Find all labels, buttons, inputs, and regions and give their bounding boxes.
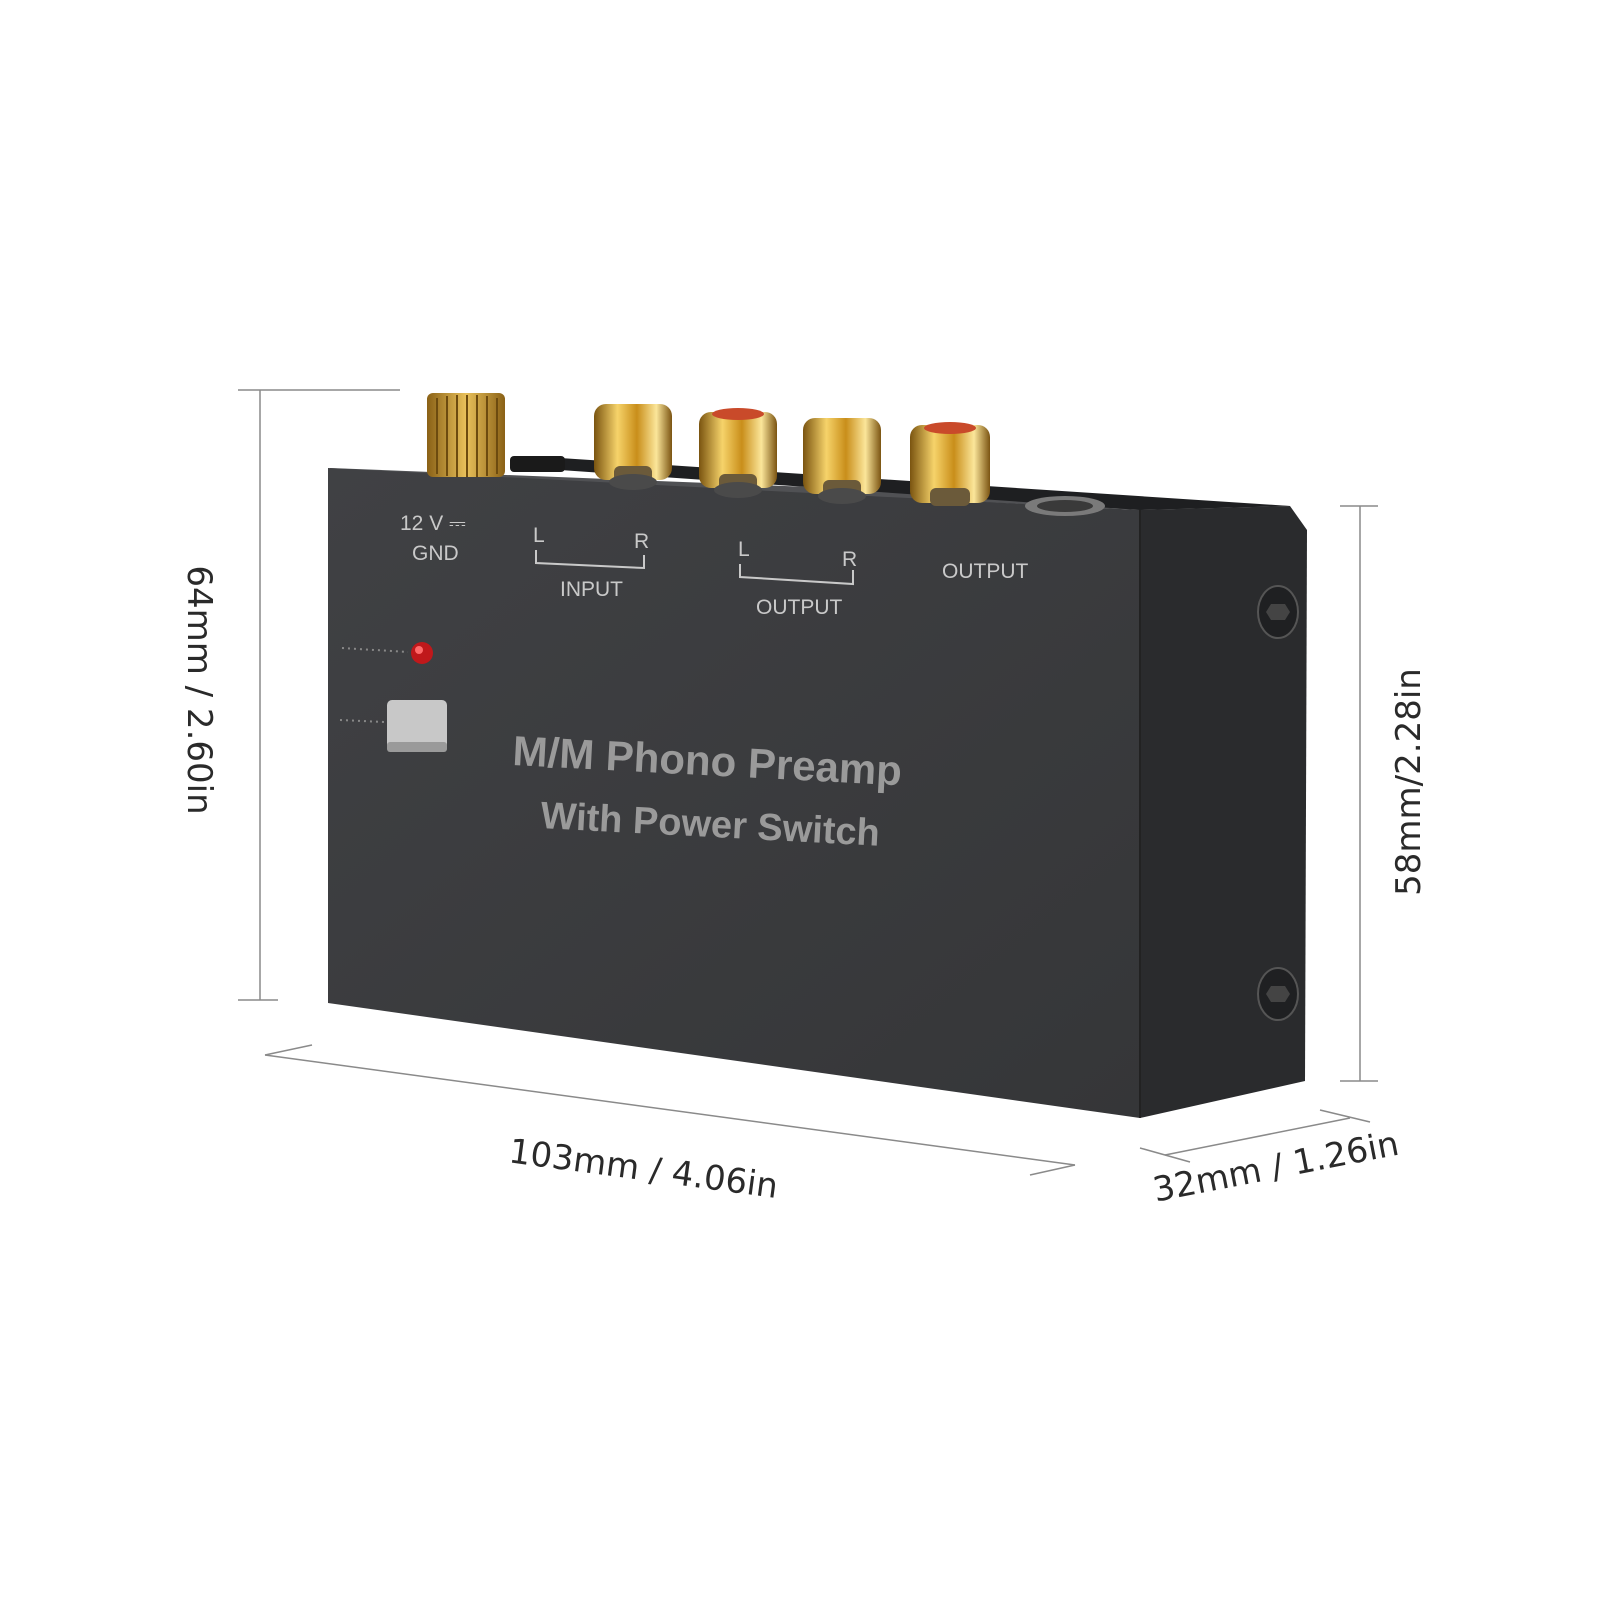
switch-dotted-line xyxy=(339,719,385,723)
dim-width: 103mm / 4.06in xyxy=(507,1131,781,1206)
box-side-face xyxy=(1140,506,1307,1118)
dim-height-front: 64mm / 2.60in xyxy=(179,565,219,814)
output-bracket xyxy=(739,564,854,586)
box-front-face xyxy=(328,468,1140,1118)
output2-label: OUTPUT xyxy=(942,560,1029,583)
input-label: INPUT xyxy=(560,578,623,601)
rca-output-left[interactable] xyxy=(803,418,881,504)
input-r-label: R xyxy=(634,530,649,553)
output-l-label: L xyxy=(738,538,750,561)
led-dotted-line xyxy=(341,647,409,653)
output-label: OUTPUT xyxy=(756,596,843,619)
dim-height-side: 58mm/2.28in xyxy=(1389,668,1429,896)
side-screw-top xyxy=(1257,585,1299,639)
input-l-label: L xyxy=(533,524,545,547)
power-switch-button[interactable] xyxy=(387,700,447,752)
dim-depth: 32mm / 1.26in xyxy=(1150,1124,1402,1211)
gnd-label: GND xyxy=(412,542,459,565)
dc-jack xyxy=(510,456,565,472)
dimension-lines xyxy=(238,389,1378,1176)
ground-knob[interactable] xyxy=(427,393,505,477)
side-screw-bottom xyxy=(1257,967,1299,1021)
power-label: 12 V ⎓ xyxy=(400,512,466,535)
rca-input-left[interactable] xyxy=(594,404,672,490)
output-r-label: R xyxy=(842,548,857,571)
rca-output-right[interactable] xyxy=(910,422,990,506)
power-led xyxy=(411,642,433,664)
rca-input-right[interactable] xyxy=(699,408,777,498)
input-bracket xyxy=(535,550,645,570)
